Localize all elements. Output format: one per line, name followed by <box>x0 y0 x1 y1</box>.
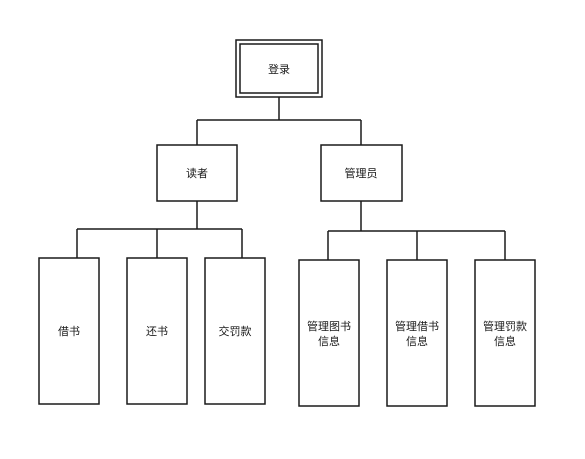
admin-label: 管理员 <box>345 166 378 180</box>
manage-books-node <box>298 259 360 407</box>
manage-fines-node <box>474 259 536 407</box>
manage-fines-label-line2: 信息 <box>494 334 516 348</box>
manage-books-label-line1: 管理图书 <box>307 319 351 333</box>
root-label: 登录 <box>268 62 290 76</box>
root-node-inner <box>239 43 319 94</box>
pay-fine-node <box>204 257 266 405</box>
reader-label: 读者 <box>186 166 208 180</box>
manage-books-label-line2: 信息 <box>318 334 340 348</box>
borrow-label: 借书 <box>58 325 80 338</box>
manage-borrows-label-line2: 信息 <box>406 334 428 348</box>
manage-borrows-label-line1: 管理借书 <box>395 319 439 333</box>
admin-node <box>320 144 403 202</box>
return-label: 还书 <box>146 325 168 338</box>
manage-fines-label-line1: 管理罚款 <box>483 319 527 333</box>
return-node <box>126 257 188 405</box>
root-node-outer <box>235 39 323 98</box>
reader-node <box>156 144 238 202</box>
pay-fine-label: 交罚款 <box>219 324 252 338</box>
manage-borrows-node <box>386 259 448 407</box>
borrow-node <box>38 257 100 405</box>
